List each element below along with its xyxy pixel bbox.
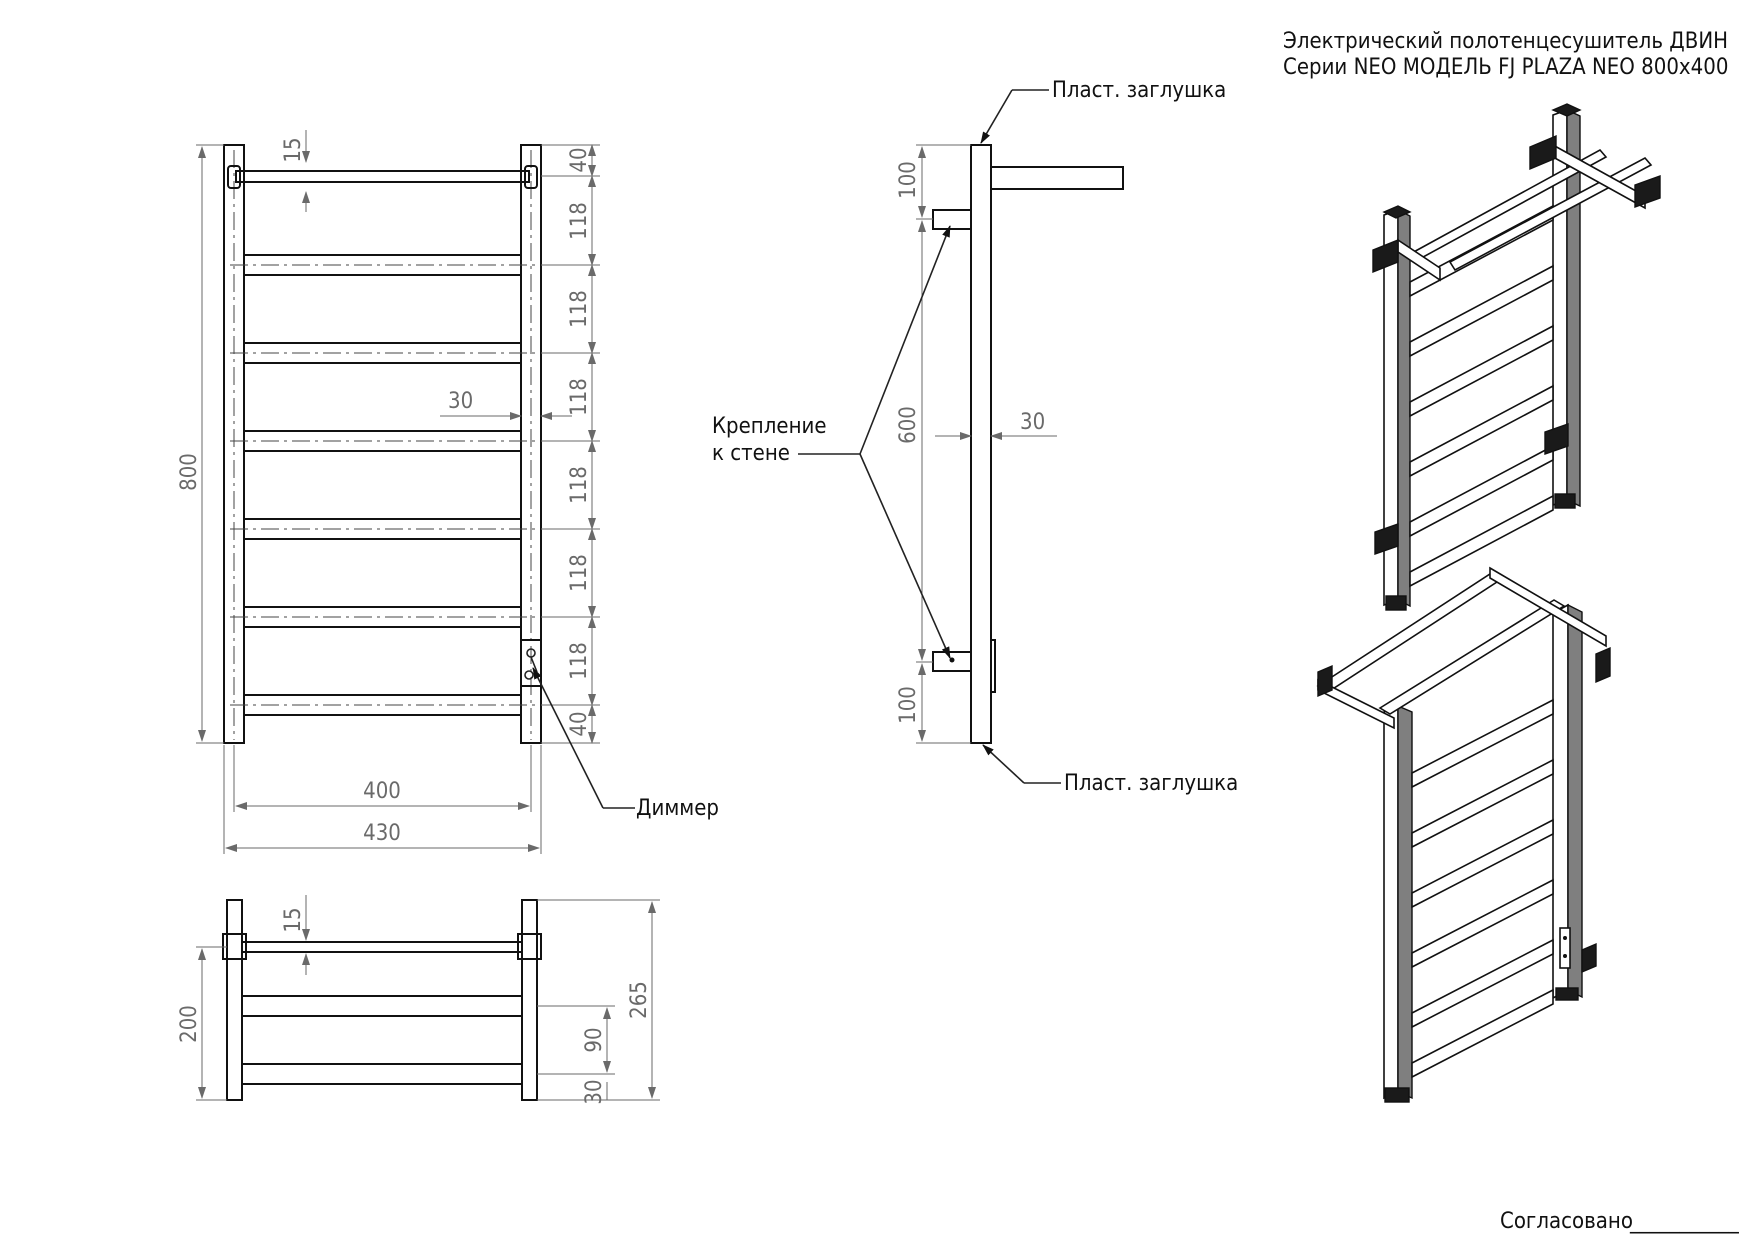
- top-base-rung: [241, 1063, 523, 1085]
- dim-side-600-text: 600: [896, 406, 921, 444]
- isometric-view-bottom: [1316, 566, 1611, 1103]
- dim-pitch-chain: 40 118 118 118 118 118 118 40: [541, 144, 600, 744]
- title-block: Электрический полотенцесушитель ДВИН Сер…: [1283, 29, 1728, 80]
- dim-side-100-top-text: 100: [896, 161, 921, 199]
- dim-40-bottom-text: 40: [567, 711, 592, 736]
- side-view: 100 600 100 30 Пласт. заглушка Пласт. за…: [712, 78, 1238, 796]
- mount-callout: Крепление к стене: [712, 225, 951, 659]
- top-right-bracket: [517, 933, 542, 960]
- dim-depth-200: 200: [177, 946, 227, 1101]
- dim-118-text: 118: [567, 202, 592, 240]
- mount-label-1: Крепление: [712, 414, 827, 439]
- mount-label-2: к стене: [712, 441, 790, 466]
- dim-400-text: 400: [363, 779, 401, 804]
- top-bar: [241, 941, 523, 953]
- dim-430-text: 430: [363, 821, 401, 846]
- dim-offset-30: 30: [440, 389, 572, 420]
- front-top-bracket-left: [227, 165, 241, 189]
- top-right-post: [521, 899, 538, 1101]
- dim-top-15-text: 15: [281, 907, 306, 932]
- side-dimmer-edge: [990, 639, 996, 693]
- front-rungs: [243, 254, 522, 716]
- approval-signature-line: ___________: [1629, 1209, 1740, 1234]
- front-rung-centerlines: [230, 264, 535, 706]
- dim-30-base-text: 30: [582, 1079, 607, 1104]
- dim-side-30: 30: [935, 410, 1057, 440]
- dim-top-view-15: 15: [281, 895, 310, 975]
- front-top-bar: [235, 170, 530, 183]
- dim-40-top-text: 40: [567, 147, 592, 172]
- dim-118-text: 118: [567, 642, 592, 680]
- dimmer-label: Диммер: [636, 796, 719, 821]
- dim-15-text: 15: [281, 137, 306, 162]
- dimmer-box: [520, 639, 542, 687]
- plug-bottom-label: Пласт. заглушка: [1064, 771, 1238, 796]
- dim-height-800: 800: [177, 144, 224, 744]
- side-dims: 100 600 100: [896, 144, 971, 744]
- dim-width-400: 400: [233, 745, 532, 812]
- title-line-1: Электрический полотенцесушитель ДВИН: [1283, 29, 1728, 54]
- dim-200-text: 200: [177, 1005, 202, 1043]
- dim-118-text: 118: [567, 466, 592, 504]
- dim-118-text: 118: [567, 378, 592, 416]
- dim-width-430: 430: [223, 745, 542, 854]
- dim-side-100-bottom-text: 100: [896, 686, 921, 724]
- dim-30-text: 30: [448, 389, 473, 414]
- top-left-post: [226, 899, 243, 1101]
- dim-118-text: 118: [567, 554, 592, 592]
- dim-118-text: 118: [567, 290, 592, 328]
- top-shelf-rung: [241, 995, 523, 1017]
- approval-label: Согласовано: [1500, 1209, 1633, 1234]
- dim-90-text: 90: [582, 1027, 607, 1052]
- mount-screw: [949, 657, 955, 663]
- front-top-bracket-right: [524, 165, 538, 189]
- approval-block: Согласовано ___________: [1500, 1209, 1740, 1234]
- dim-side-30-text: 30: [1020, 410, 1045, 435]
- dim-265-text: 265: [627, 981, 652, 1019]
- plug-callout-bottom: Пласт. заглушка: [982, 744, 1238, 796]
- isometric-view-top: [1372, 103, 1661, 611]
- side-top-bar: [990, 166, 1124, 190]
- plug-top-label: Пласт. заглушка: [1052, 78, 1226, 103]
- top-view: 15 200 265 90 30: [177, 895, 660, 1105]
- dim-800-text: 800: [177, 453, 202, 491]
- front-view: 800 15: [177, 130, 719, 854]
- side-upright: [970, 144, 992, 744]
- dim-depth-265: 265: [537, 899, 660, 1101]
- dim-shelf-90: 90 30: [537, 1005, 615, 1105]
- wall-mount-top: [932, 209, 972, 230]
- dimmer-callout: Диммер: [532, 667, 719, 821]
- title-line-2: Серии NEO МОДЕЛЬ FJ PLAZA NEO 800x400: [1283, 55, 1728, 80]
- plug-callout-top: Пласт. заглушка: [980, 78, 1226, 144]
- dim-top-gap-15: 15: [281, 130, 310, 212]
